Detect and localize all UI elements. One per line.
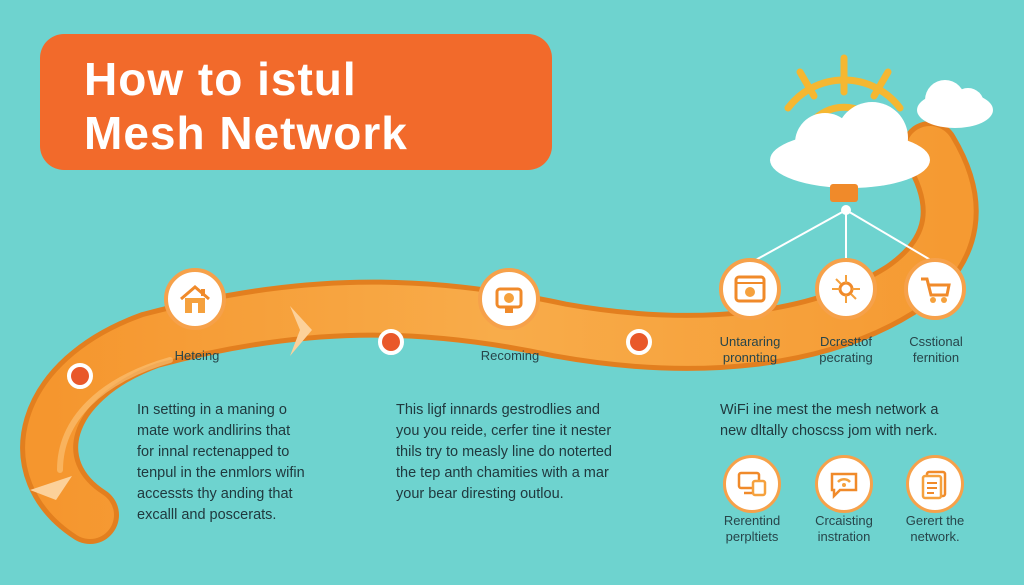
network-hub [841, 205, 851, 215]
paragraph-3: WiFi ine mest the mesh network a new dlt… [720, 402, 939, 439]
network-node-icon [832, 275, 860, 303]
document-icon [921, 470, 947, 500]
devices-icon [737, 471, 767, 497]
path-arrow [290, 306, 312, 356]
network-lines [751, 209, 935, 263]
path-marker-3 [626, 329, 652, 355]
step-node-4[interactable] [815, 258, 877, 320]
cloud-connector [830, 184, 858, 202]
chat-wifi-icon [830, 472, 858, 500]
step-node-5[interactable] [904, 258, 966, 320]
path-arrow-tail [30, 476, 72, 500]
step-label-2: Recoming [480, 348, 540, 363]
step-label-1: Heteing [174, 348, 220, 363]
path-marker-1 [67, 363, 93, 389]
bottom-item-2[interactable] [815, 455, 873, 513]
cloud-icon [770, 80, 993, 188]
path-marker-2 [378, 329, 404, 355]
title-banner: How to istul Mesh Network [40, 34, 552, 170]
browser-gear-icon [734, 275, 766, 303]
page-title-line-1: How to istul [84, 53, 357, 105]
paragraph-1: In setting in a maning o mate work andli… [137, 402, 305, 523]
bottom-item-1[interactable] [723, 455, 781, 513]
step-node-2[interactable] [478, 268, 540, 330]
house-icon [180, 285, 210, 313]
bottom-item-3[interactable] [906, 455, 964, 513]
page-title-line-2: Mesh Network [84, 107, 408, 159]
paragraph-2: This ligf innards gestrodlies and you yo… [396, 402, 612, 502]
cart-icon [921, 277, 951, 303]
step-node-1[interactable] [164, 268, 226, 330]
step-node-3[interactable] [719, 258, 781, 320]
router-icon [495, 287, 523, 313]
